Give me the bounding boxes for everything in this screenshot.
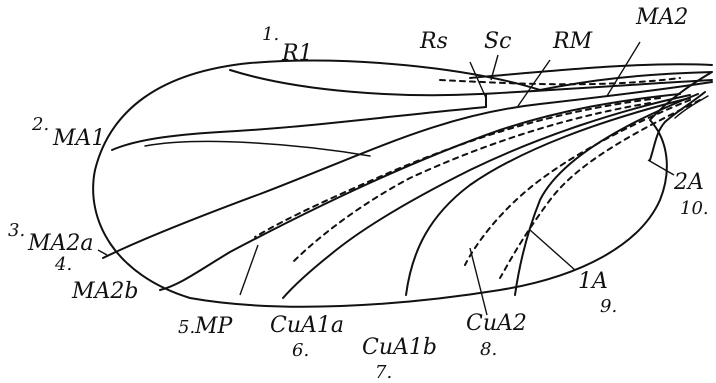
ma2b-number: 4. bbox=[54, 254, 72, 275]
sc-label: Sc bbox=[484, 29, 511, 54]
cua2-number: 8. bbox=[480, 339, 497, 360]
1a-number: 9. bbox=[600, 296, 617, 317]
2a-label: 2A bbox=[673, 170, 704, 195]
mp-fold-2 bbox=[293, 103, 650, 262]
ma1-number: 2. bbox=[31, 114, 49, 135]
cua2-fold bbox=[465, 100, 690, 265]
mp-leader bbox=[240, 245, 258, 295]
ma2-leader bbox=[607, 42, 640, 96]
cua2-label: CuA2 bbox=[466, 311, 527, 336]
r1-number: 1. bbox=[262, 24, 279, 45]
rs-leader bbox=[470, 62, 486, 98]
1a-label: 1A bbox=[578, 269, 608, 294]
cua1b-number: 7. bbox=[375, 362, 392, 383]
rs-label: Rs bbox=[419, 29, 448, 54]
ma2b-label: MA2b bbox=[71, 279, 139, 304]
cua1b-label: CuA1b bbox=[362, 335, 437, 360]
cua2-leader bbox=[470, 248, 487, 315]
ma1-label: MA1 bbox=[52, 126, 105, 151]
ma2a-label: MA2a bbox=[27, 231, 94, 256]
r1-label: R1 bbox=[281, 41, 313, 66]
cua1a-number: 6. bbox=[292, 340, 309, 361]
rm-label: RM bbox=[552, 29, 593, 54]
ma2a-leader bbox=[98, 250, 107, 255]
2a-inner bbox=[675, 96, 708, 118]
cua1a-label: CuA1a bbox=[270, 313, 344, 338]
cua2-vein bbox=[515, 94, 698, 295]
ma2-label: MA2 bbox=[635, 5, 688, 30]
costa-vein bbox=[470, 64, 712, 78]
ma2a-number: 3. bbox=[8, 220, 25, 241]
2a-number: 10. bbox=[680, 198, 709, 219]
mp-label: MP bbox=[194, 314, 234, 339]
2a-leader bbox=[648, 160, 674, 175]
ma1-vein bbox=[145, 141, 370, 156]
1a-leader bbox=[530, 230, 575, 270]
wing-margin bbox=[93, 61, 712, 307]
mp-number: 5. bbox=[178, 317, 195, 338]
